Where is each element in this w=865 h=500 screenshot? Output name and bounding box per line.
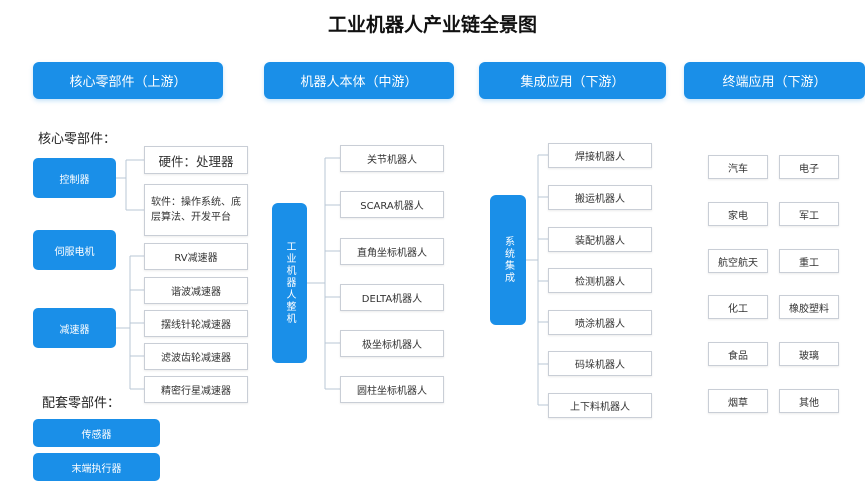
robot-type-item[interactable]: 关节机器人 [340, 145, 444, 172]
page-title: 工业机器人产业链全景图 [327, 14, 537, 36]
terminal-item[interactable]: 汽车 [708, 155, 768, 179]
application-item[interactable]: 焊接机器人 [548, 143, 652, 168]
reducer-item[interactable]: 精密行星减速器 [144, 376, 248, 403]
core-components-label: 核心零部件： [38, 132, 117, 147]
software-box[interactable]: 软件：操作系统、底层算法、开发平台 [144, 184, 248, 236]
application-item[interactable]: 上下料机器人 [548, 393, 652, 418]
robot-type-item[interactable]: DELTA机器人 [340, 284, 444, 311]
header-terminal[interactable]: 终端应用（下游） [684, 62, 865, 99]
terminal-item[interactable]: 军工 [779, 202, 839, 226]
header-robot-body[interactable]: 机器人本体（中游） [264, 62, 454, 99]
robot-type-item[interactable]: 圆柱坐标机器人 [340, 376, 444, 403]
reducer-item[interactable]: 摆线针轮减速器 [144, 310, 248, 337]
application-item[interactable]: 装配机器人 [548, 227, 652, 252]
sensor-node[interactable]: 传感器 [33, 419, 160, 447]
terminal-item[interactable]: 家电 [708, 202, 768, 226]
reducer-item[interactable]: 滤波齿轮减速器 [144, 343, 248, 370]
terminal-item[interactable]: 烟草 [708, 389, 768, 413]
servo-motor-node[interactable]: 伺服电机 [33, 230, 116, 270]
robot-type-item[interactable]: 极坐标机器人 [340, 330, 444, 357]
application-item[interactable]: 喷涂机器人 [548, 310, 652, 335]
terminal-item[interactable]: 橡胶塑料 [779, 295, 839, 319]
reducer-item[interactable]: 谐波减速器 [144, 277, 248, 304]
terminal-item[interactable]: 玻璃 [779, 342, 839, 366]
terminal-item[interactable]: 重工 [779, 249, 839, 273]
terminal-item[interactable]: 电子 [779, 155, 839, 179]
robot-type-item[interactable]: 直角坐标机器人 [340, 238, 444, 265]
integration-center-node[interactable]: 系统集成 [490, 195, 526, 325]
terminal-item[interactable]: 其他 [779, 389, 839, 413]
header-core-components[interactable]: 核心零部件（上游） [33, 62, 223, 99]
robot-type-item[interactable]: SCARA机器人 [340, 191, 444, 218]
terminal-item[interactable]: 航空航天 [708, 249, 768, 273]
terminal-item[interactable]: 食品 [708, 342, 768, 366]
reducer-node[interactable]: 减速器 [33, 308, 116, 348]
controller-node[interactable]: 控制器 [33, 158, 116, 198]
reducer-item[interactable]: RV减速器 [144, 243, 248, 270]
hardware-box[interactable]: 硬件：处理器 [144, 146, 248, 174]
application-item[interactable]: 搬运机器人 [548, 185, 652, 210]
application-item[interactable]: 检测机器人 [548, 268, 652, 293]
end-effector-node[interactable]: 末端执行器 [33, 453, 160, 481]
robot-body-center-node[interactable]: 工业机器人整机 [272, 203, 307, 363]
application-item[interactable]: 码垛机器人 [548, 351, 652, 376]
supporting-components-label: 配套零部件： [42, 396, 121, 411]
header-integration[interactable]: 集成应用（下游） [479, 62, 666, 99]
terminal-item[interactable]: 化工 [708, 295, 768, 319]
